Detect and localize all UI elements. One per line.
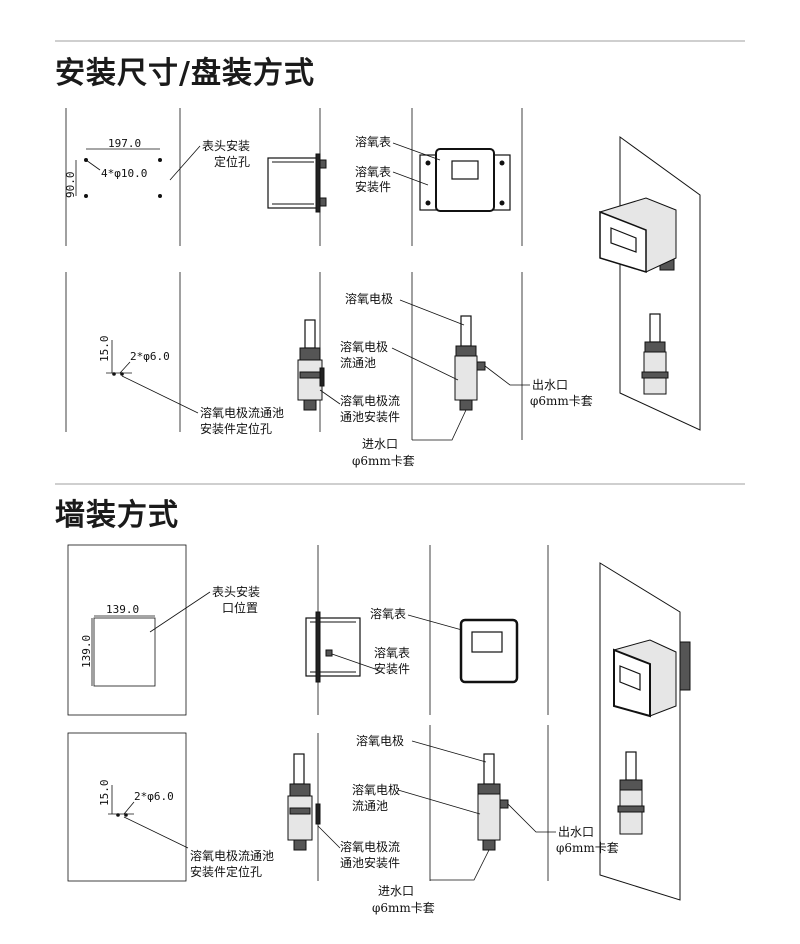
electrode-3d — [625, 751, 637, 781]
wall-label-elec-holes-1: 溶氧电极流通池 — [190, 848, 274, 863]
wall-label-meter-mount-1: 溶氧表 — [374, 645, 410, 660]
wall-dim-height: 139.0 — [80, 635, 93, 668]
panel-meter-side-view — [267, 108, 327, 246]
label-head-holes-2: 定位孔 — [214, 154, 250, 169]
panel-perspective-view — [599, 136, 701, 431]
wall-elec-dim-holes: 2*φ6.0 — [134, 790, 174, 803]
wall-flow-cell-front-view: 溶氧电极 溶氧电极 流通池 出水口 φ6mm卡套 进水口 φ6mm卡套 — [352, 725, 619, 915]
panel-flow-cell-side-view: 溶氧电极流 通池安装件 — [297, 272, 400, 432]
label-meter-mount-1: 溶氧表 — [355, 164, 391, 179]
wall-electrode-hole-drawing: 15.0 2*φ6.0 溶氧电极流通池 安装件定位孔 — [67, 732, 274, 882]
label-electrode: 溶氧电极 — [345, 291, 393, 306]
label-outlet-2: φ6mm卡套 — [530, 394, 593, 408]
wall-label-meter: 溶氧表 — [370, 606, 406, 621]
wall-label-inlet-1: 进水口 — [378, 884, 414, 898]
meter-body-side — [267, 157, 319, 209]
wall-label-outlet-1: 出水口 — [558, 825, 594, 839]
label-elec-holes-1: 溶氧电极流通池 — [200, 405, 284, 420]
panel-section-title: 安装尺寸/盘装方式 — [55, 56, 315, 91]
head-cutout — [93, 617, 156, 687]
panel-meter-front-view: 溶氧表 溶氧表 安装件 — [355, 108, 523, 246]
label-inlet-1: 进水口 — [362, 437, 398, 451]
wall-label-flow-cell-2: 流通池 — [352, 799, 388, 813]
panel-dim-holes: 4*φ10.0 — [101, 167, 147, 180]
meter-display — [451, 160, 479, 180]
panel-dim-height: 90.0 — [64, 172, 77, 199]
panel-flow-cell-front-view: 溶氧电极 溶氧电极 流通池 出水口 φ6mm卡套 进水口 φ6mm卡套 — [340, 272, 593, 468]
wall-head-cutout-drawing: 139.0 139.0 表头安装 口位置 — [67, 544, 260, 716]
wall-label-flow-cell-1: 溶氧电极 — [352, 782, 400, 797]
label-meter-mount-2: 安装件 — [355, 179, 391, 194]
mount-hole — [158, 194, 162, 198]
label-meter: 溶氧表 — [355, 134, 391, 149]
meter-body-side — [305, 617, 361, 677]
mount-hole — [84, 194, 88, 198]
wall-label-flow-mount-2: 通池安装件 — [340, 855, 400, 870]
label-head-holes-1: 表头安装 — [202, 138, 250, 153]
label-flow-cell-2: 流通池 — [340, 356, 376, 370]
panel-elec-dim-holes: 2*φ6.0 — [130, 350, 170, 363]
wall-flow-cell-side-view: 溶氧电极流 通池安装件 — [287, 733, 400, 881]
electrode — [460, 315, 472, 347]
panel-head-hole-drawing: 197.0 90.0 4*φ10.0 表头安装 定位孔 — [64, 108, 250, 246]
wall-label-inlet-2: φ6mm卡套 — [372, 901, 435, 915]
label-outlet-1: 出水口 — [532, 378, 568, 392]
wall-perspective-view — [599, 562, 691, 901]
top-divider — [55, 40, 745, 42]
wall-dim-width: 139.0 — [106, 603, 139, 616]
panel-dim-width: 197.0 — [108, 137, 141, 150]
flow-cell — [477, 793, 501, 841]
wall-section-title: 墙装方式 — [55, 498, 179, 533]
middle-divider — [55, 483, 745, 485]
wall-elec-dim-height: 15.0 — [98, 780, 111, 807]
wall-label-flow-mount-1: 溶氧电极流 — [340, 839, 400, 854]
label-flow-mount-2: 通池安装件 — [340, 409, 400, 424]
wall-meter-side-view: 溶氧表 安装件 — [305, 545, 410, 715]
label-inlet-2: φ6mm卡套 — [352, 454, 415, 468]
label-elec-holes-2: 安装件定位孔 — [200, 421, 272, 436]
wall-meter-front-view: 溶氧表 — [370, 545, 549, 715]
panel-elec-dim-height: 15.0 — [98, 336, 111, 363]
electrode-3d — [649, 313, 661, 343]
wall-label-elec-holes-2: 安装件定位孔 — [190, 864, 262, 879]
label-flow-mount-1: 溶氧电极流 — [340, 393, 400, 408]
mount-hole — [158, 158, 162, 162]
electrode — [483, 753, 495, 785]
wall-label-electrode: 溶氧电极 — [356, 733, 404, 748]
label-head-cutout-2: 口位置 — [222, 600, 258, 615]
meter-display — [471, 631, 503, 653]
wall-label-meter-mount-2: 安装件 — [374, 661, 410, 676]
label-head-cutout-1: 表头安装 — [212, 584, 260, 599]
flow-cell — [454, 355, 478, 401]
label-flow-cell-1: 溶氧电极 — [340, 339, 388, 354]
panel-electrode-hole-drawing: 15.0 2*φ6.0 溶氧电极流通池 安装件定位孔 — [65, 272, 284, 436]
meter-front — [435, 148, 495, 212]
wall-label-outlet-2: φ6mm卡套 — [556, 841, 619, 855]
